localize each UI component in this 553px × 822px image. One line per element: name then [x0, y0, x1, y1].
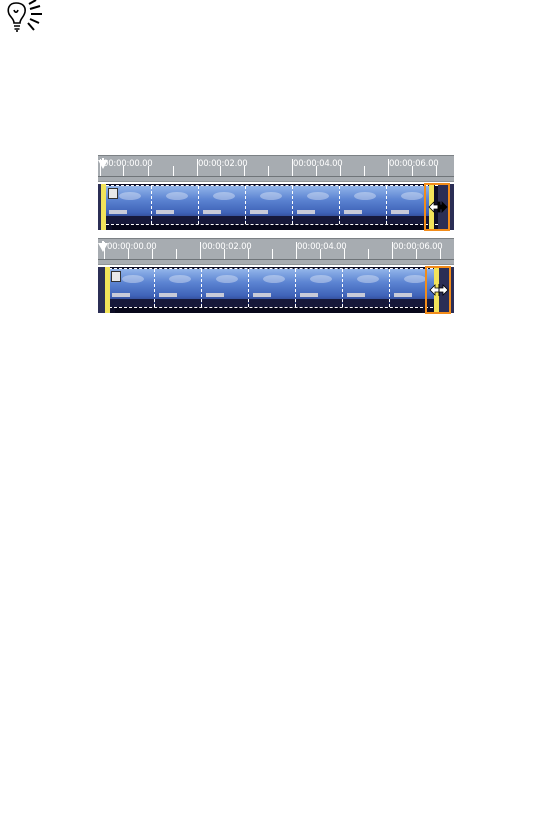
clip-border — [106, 185, 438, 186]
time-label: 00:00:00.00 — [103, 159, 153, 169]
time-label: 00:00:06.00 — [393, 242, 443, 252]
clip-thumbnail — [152, 186, 199, 224]
clip-thumbnail — [343, 269, 390, 307]
time-label: 00:00:06.00 — [389, 159, 439, 169]
clip-thumbnail — [249, 269, 296, 307]
clip-thumbnail — [387, 186, 434, 224]
playhead-marker[interactable] — [98, 243, 108, 252]
video-track — [98, 267, 454, 313]
clip-thumbnail — [199, 186, 246, 224]
playhead-stem — [102, 241, 104, 244]
time-label: 00:00:02.00 — [202, 242, 252, 252]
trim-handle-start[interactable] — [101, 184, 106, 230]
time-ruler[interactable]: 00:00:00.00 00:00:02.00 00:00:04.00 00:0… — [98, 155, 454, 182]
clip-border — [106, 224, 438, 225]
time-label: 00:00:02.00 — [198, 159, 248, 169]
resize-arrow-black-icon — [428, 201, 448, 213]
time-label: 00:00:00.00 — [107, 242, 157, 252]
clip-thumbnail — [293, 186, 340, 224]
clip-type-icon — [108, 188, 118, 199]
clip-thumbnail — [340, 186, 387, 224]
trim-handle-start[interactable] — [105, 267, 110, 313]
clip-border — [109, 268, 438, 269]
clip-thumbnail — [202, 269, 249, 307]
playhead-stem — [102, 158, 104, 161]
clip-thumbnail — [246, 186, 293, 224]
time-label: 00:00:04.00 — [293, 159, 343, 169]
video-clip[interactable] — [108, 267, 438, 313]
clip-thumbnail — [296, 269, 343, 307]
trim-highlight-box — [425, 266, 451, 314]
time-ruler[interactable]: 00:00:00.00 00:00:02.00 00:00:04.00 00:0… — [98, 238, 454, 265]
tip-lightbulb-icon — [7, 0, 42, 32]
timeline-before-trim: 00:00:00.00 00:00:02.00 00:00:04.00 00:0… — [98, 155, 454, 231]
clip-border — [109, 307, 438, 308]
video-clip[interactable] — [105, 184, 438, 230]
video-track — [98, 184, 454, 230]
clip-thumbnail — [155, 269, 202, 307]
clip-type-icon — [111, 271, 121, 282]
timeline-after-trim: 00:00:00.00 00:00:02.00 00:00:04.00 00:0… — [98, 238, 454, 314]
trim-highlight-box — [424, 183, 450, 231]
resize-arrow-white-icon — [429, 284, 449, 296]
playhead-marker[interactable] — [98, 160, 108, 169]
time-label: 00:00:04.00 — [297, 242, 347, 252]
